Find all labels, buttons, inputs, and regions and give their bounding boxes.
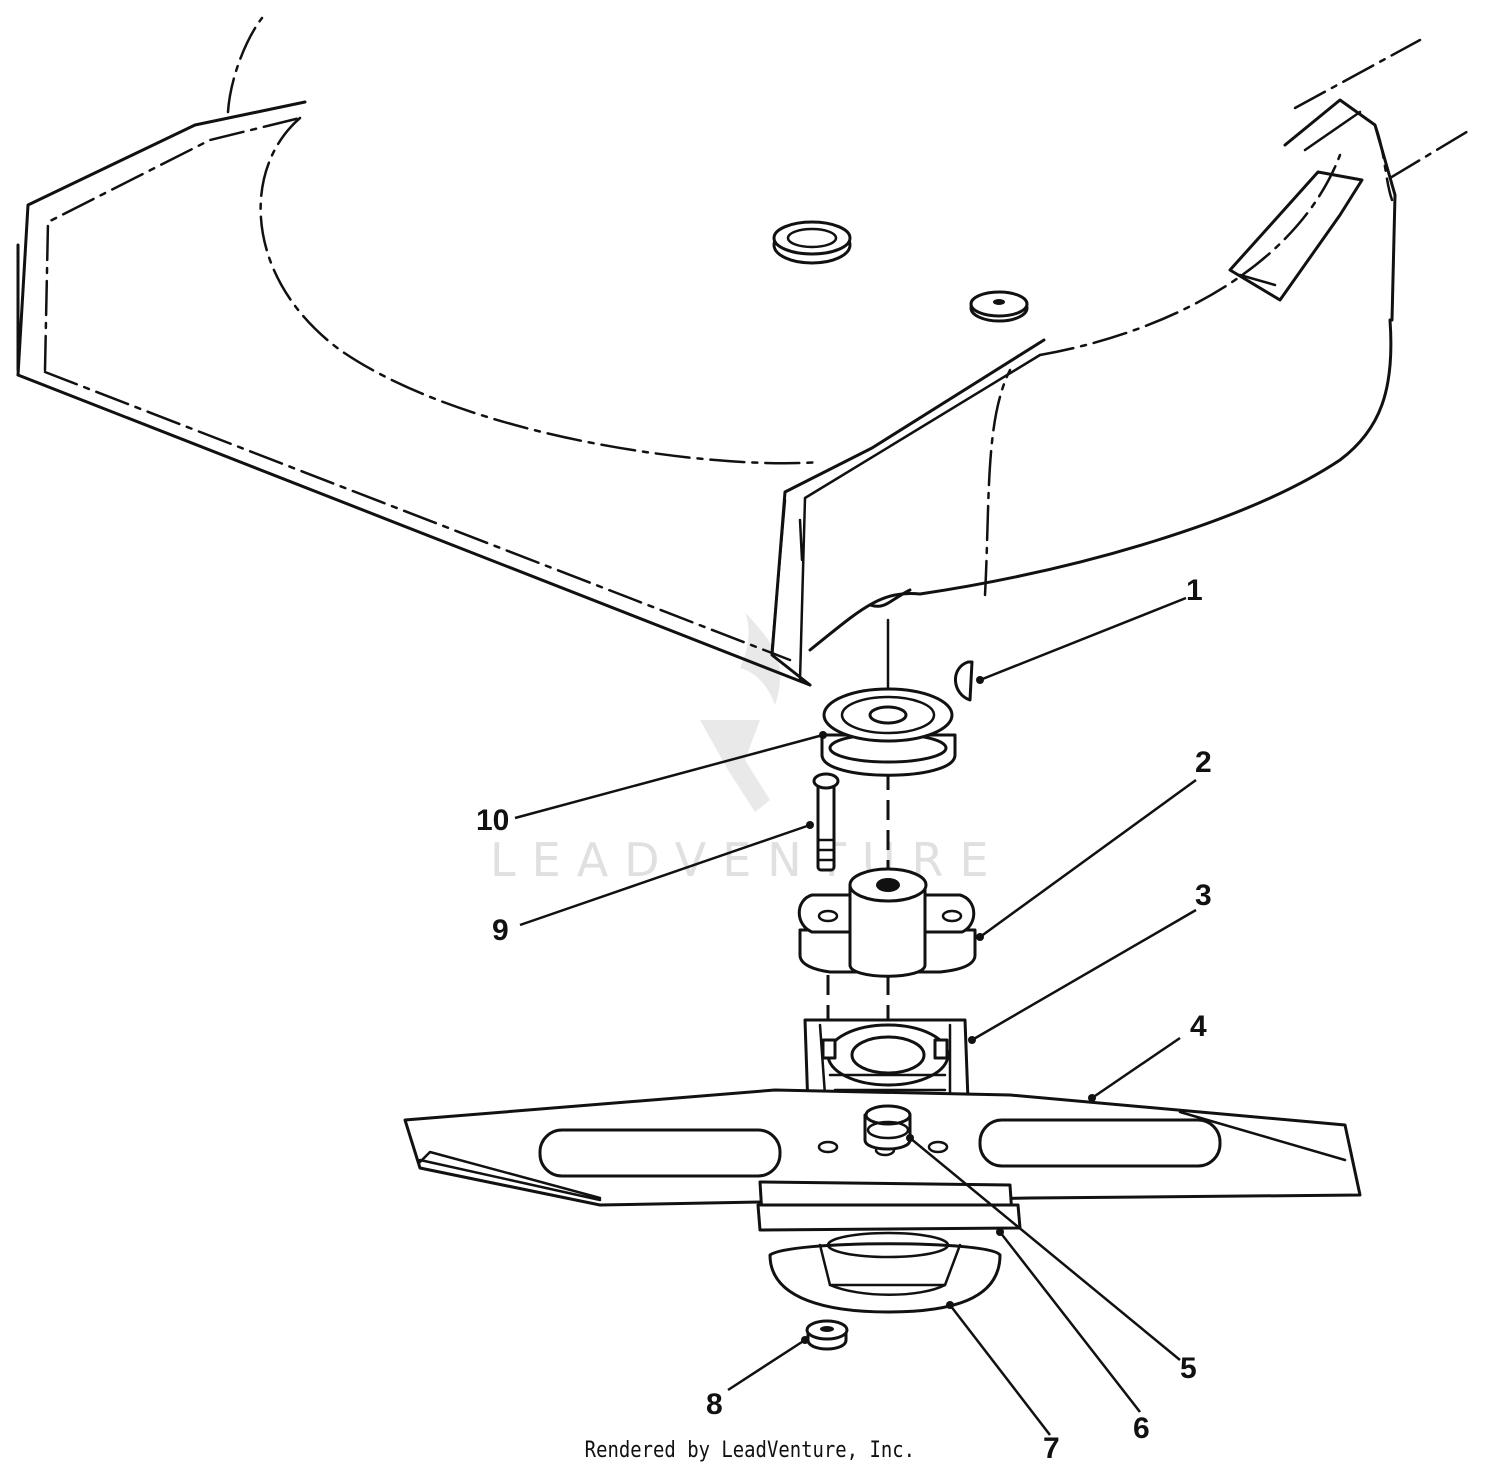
- callout-1: 1: [1186, 574, 1203, 607]
- leader-lines: [514, 596, 1197, 1436]
- hex-bolt: [812, 772, 840, 872]
- hex-nut: [805, 1319, 849, 1351]
- callout-8: 8: [706, 1388, 723, 1421]
- woodruff-key: [954, 660, 974, 702]
- callout-3: 3: [1195, 879, 1212, 912]
- blade-stiffener: [756, 1203, 1022, 1232]
- blade-retainer: [768, 1231, 1002, 1314]
- callout-9: 9: [492, 914, 509, 947]
- watermark-logo-icon: [700, 612, 781, 812]
- watermark-text: LEADVENTURE: [490, 833, 1005, 887]
- blade-adapter: [803, 1018, 970, 1110]
- callout-2: 2: [1195, 746, 1212, 779]
- spindle-housing: [797, 867, 977, 978]
- mower-deck-housing: [16, 16, 1472, 687]
- callout-7: 7: [1043, 1432, 1060, 1465]
- callout-5: 5: [1180, 1352, 1197, 1385]
- pulley: [820, 687, 957, 777]
- callout-10: 10: [476, 804, 509, 837]
- callout-6: 6: [1133, 1412, 1150, 1445]
- rendered-by-credit: Rendered by LeadVenture, Inc.: [584, 1438, 916, 1463]
- callout-labels: 1 2 3 4 5 6 7 8 9 10: [476, 574, 1212, 1465]
- callout-4: 4: [1190, 1010, 1207, 1043]
- shaft-nut: [863, 1104, 912, 1151]
